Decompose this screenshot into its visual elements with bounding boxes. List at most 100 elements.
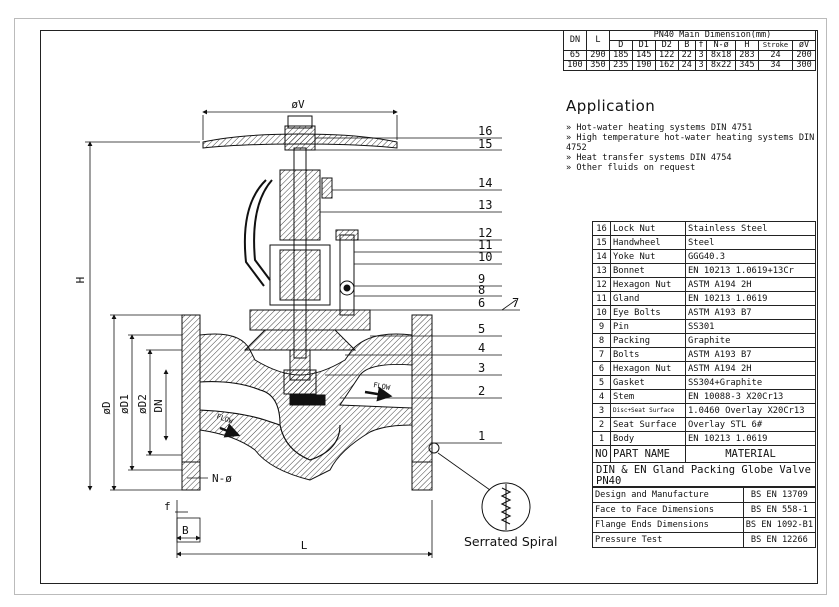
part-material: EN 10088-3 X20Cr13 (685, 389, 816, 404)
part-name: Pin (610, 319, 686, 334)
part-name: Handwheel (610, 235, 686, 250)
valve-section-drawing: FLOW FLOW øV H øD øD1 øD2 DN N-ø (74, 98, 557, 558)
part-material: EN 10213 1.0619+13Cr (685, 263, 816, 278)
dim-col-header: DN (563, 30, 587, 51)
valve-body (181, 314, 433, 491)
callout-label: 14 (478, 176, 492, 190)
dim-col-header: D2 (654, 40, 679, 51)
dim-cell: 8x22 (706, 60, 736, 71)
dim-cell: 185 (608, 50, 633, 61)
part-number: 13 (592, 263, 611, 278)
callout-label: 10 (478, 250, 492, 264)
dim-cell: 122 (654, 50, 679, 61)
dim-cell: 190 (631, 60, 656, 71)
callout-label: 13 (478, 198, 492, 212)
dim-col-header: f (694, 40, 708, 51)
dim-label-dn: DN (152, 399, 165, 412)
callout-label: 6 (478, 296, 485, 310)
dim-cell: 145 (631, 50, 656, 61)
dim-cell: 200 (792, 50, 816, 61)
standard-code: BS EN 13709 (742, 487, 817, 503)
callout-label: 16 (478, 124, 492, 138)
application-title: Application (566, 97, 656, 115)
callout-label: 12 (478, 226, 492, 240)
dim-cell: 162 (654, 60, 679, 71)
callout-label: 7 (512, 296, 519, 310)
part-material: Stainless Steel (685, 221, 816, 236)
standard-item: Pressure Test (592, 532, 744, 548)
callout-label: 3 (478, 361, 485, 375)
header-material: MATERIAL (685, 445, 816, 463)
spec-title: DIN & EN Gland Packing Globe Valve PN40 (592, 463, 816, 487)
dim-cell: 24 (677, 60, 696, 71)
dim-cell: 24 (757, 50, 794, 61)
dim-col-header: øV (792, 40, 816, 51)
detail-caption: Serrated Spiral (464, 534, 557, 549)
part-name: Disc+Seat Surface (610, 403, 686, 418)
part-number: 16 (592, 221, 611, 236)
dim-cell: 235 (608, 60, 633, 71)
dim-cell: 3 (694, 60, 708, 71)
part-number: 4 (592, 389, 611, 404)
dim-group-header: PN40 Main Dimension(mm) (608, 30, 817, 41)
standard-code: BS EN 1092-B1 (742, 517, 817, 533)
part-number: 1 (592, 431, 611, 446)
standard-code: BS EN 12266 (742, 532, 817, 548)
part-material: ASTM A194 2H (685, 277, 816, 292)
part-material: ASTM A193 B7 (685, 347, 816, 362)
dim-col-header: Stroke (757, 40, 794, 51)
part-material: GGG40.3 (685, 249, 816, 264)
dim-label-b: B (182, 524, 189, 537)
application-item: Heat transfer systems DIN 4754 (566, 153, 816, 163)
outer-border (14, 18, 827, 595)
part-material: Graphite (685, 333, 816, 348)
dim-row: 100 350 235 190 162 24 3 8x22 345 34 300 (563, 60, 816, 71)
dimension-lines: øV H øD øD1 øD2 DN N-ø f B L (74, 98, 433, 558)
handwheel (202, 115, 398, 151)
dim-col-header: L (585, 30, 610, 51)
part-name: Bonnet (610, 263, 686, 278)
part-material: SS301 (685, 319, 816, 334)
bonnet (243, 309, 371, 395)
part-name: Eye Bolts (610, 305, 686, 320)
dim-cell: 100 (563, 60, 587, 71)
part-name: Bolts (610, 347, 686, 362)
part-material: ASTM A193 B7 (685, 305, 816, 320)
part-name: Body (610, 431, 686, 446)
dim-cell: 300 (792, 60, 816, 71)
dim-label-h: H (74, 277, 87, 284)
standard-item: Flange Ends Dimensions (592, 517, 744, 533)
dim-label-v: øV (291, 98, 305, 111)
header-part-name: PART NAME (610, 445, 686, 463)
part-callouts: 16 15 14 13 12 11 10 9 8 6 7 5 4 3 2 1 (315, 124, 520, 444)
dim-col-header: D1 (631, 40, 656, 51)
part-number: 5 (592, 375, 611, 390)
serrated-spiral-detail: Serrated Spiral (428, 442, 557, 549)
standard-item: Design and Manufacture (592, 487, 744, 503)
dim-label-n: N-ø (212, 472, 232, 485)
dim-cell: 3 (694, 50, 708, 61)
callout-label: 1 (478, 429, 485, 443)
part-name: Gland (610, 291, 686, 306)
callout-label: 2 (478, 384, 485, 398)
dim-col-header: B (677, 40, 696, 51)
part-number: 2 (592, 417, 611, 432)
dim-label-f: f (164, 500, 171, 513)
